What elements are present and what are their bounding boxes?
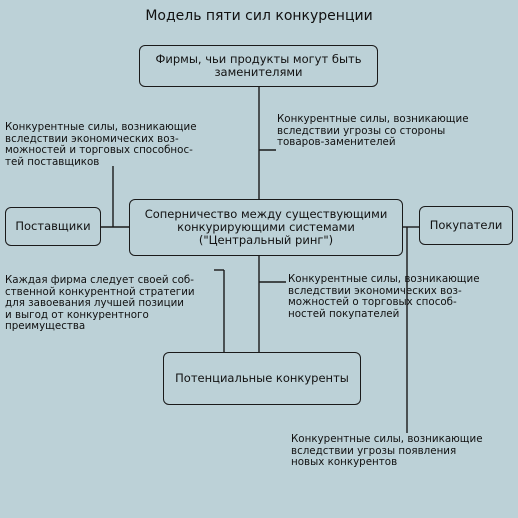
rivalry-box: Соперничество между существующими конкур… [129,199,403,256]
potential-competitors-box: Потенциальные конкуренты [163,352,361,405]
suppliers-box: Поставщики [5,207,101,246]
buyers-box: Покупатели [419,206,513,245]
suppliers-force-note: Конкурентные силы, возникающие вследстви… [5,121,197,168]
diagram-title: Модель пяти сил конкуренции [145,8,373,24]
substitutes-force-note: Конкурентные силы, возникающие вследстви… [277,113,469,149]
buyers-force-note: Конкурентные силы, возникающие вследстви… [288,273,480,320]
substitutes-box: Фирмы, чьи продукты могут быть заменител… [139,45,378,87]
new-entrants-force-note: Конкурентные силы, возникающие вследстви… [291,433,483,469]
strategy-note: Каждая фирма следует своей соб- ственной… [5,274,195,333]
